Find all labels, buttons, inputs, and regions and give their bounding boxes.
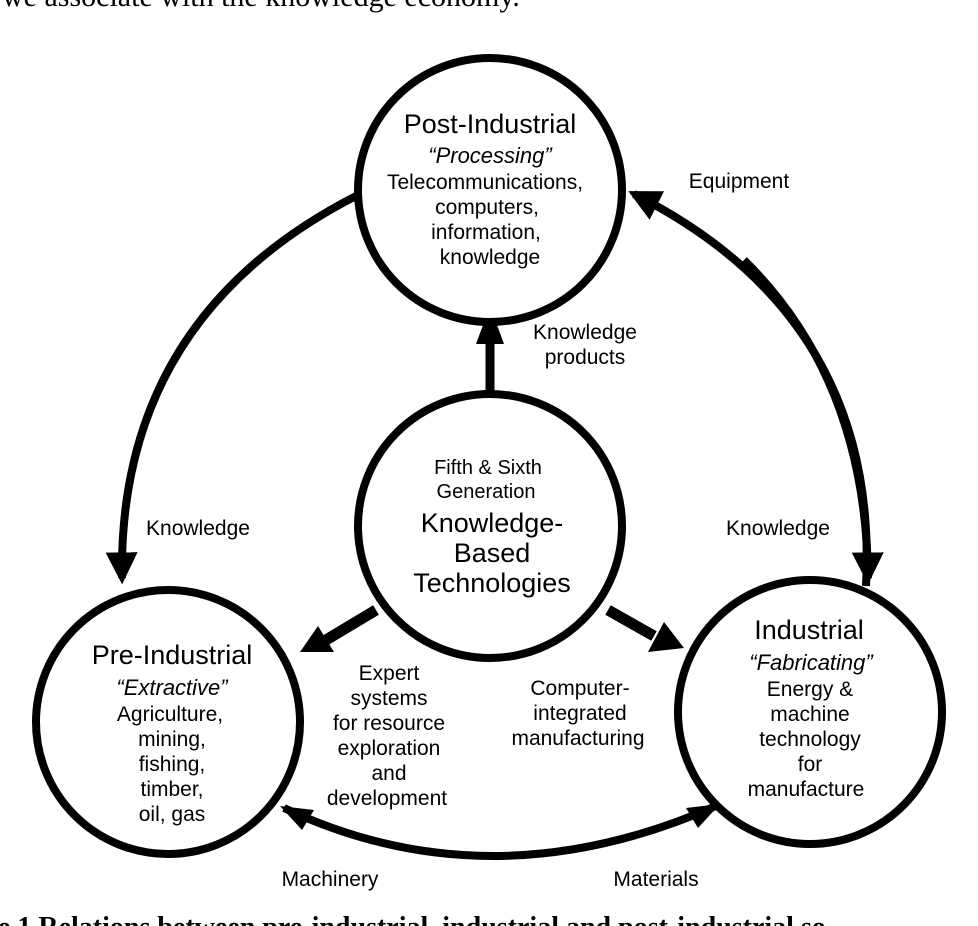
label-machinery: Machinery xyxy=(282,868,379,891)
label-cim: Computer- xyxy=(530,677,629,700)
label-knowledge-left: Knowledge xyxy=(146,517,250,540)
arrow-expert-systems xyxy=(323,605,379,645)
label-cim: manufacturing xyxy=(511,727,644,750)
node-center xyxy=(354,390,626,662)
label-knowledge-products: products xyxy=(545,346,626,369)
label-expert-systems: and xyxy=(371,762,406,785)
label-knowledge-products: Knowledge xyxy=(533,321,637,344)
arc-bottom xyxy=(282,802,718,860)
pre-industrial-line: timber, xyxy=(140,778,203,801)
post-industrial-line: information, xyxy=(431,221,541,244)
post-industrial-line: computers, xyxy=(435,196,539,219)
industrial-line: machine xyxy=(770,703,849,726)
label-expert-systems: systems xyxy=(350,687,427,710)
industrial-line: manufacture xyxy=(748,778,865,801)
label-equipment: Equipment xyxy=(689,170,790,193)
node-industrial xyxy=(674,576,946,848)
arrowhead-machinery xyxy=(280,806,314,830)
arrow-cim xyxy=(605,605,657,641)
label-knowledge-right: Knowledge xyxy=(726,517,830,540)
industrial-title: Industrial xyxy=(754,615,864,645)
arrowhead-materials xyxy=(686,804,720,828)
label-expert-systems: development xyxy=(327,787,447,810)
center-big-line: Knowledge- xyxy=(421,508,564,538)
arrowhead-expert-systems xyxy=(300,626,334,652)
post-industrial-line: Telecommunications, xyxy=(387,171,583,194)
label-expert-systems: for resource xyxy=(333,712,445,735)
pre-industrial-line: fishing, xyxy=(139,753,206,776)
top-text: we associate with the knowledge economy. xyxy=(2,0,520,13)
label-materials: Materials xyxy=(613,868,698,891)
pre-industrial-line: mining, xyxy=(138,728,206,751)
industrial-line: for xyxy=(798,753,823,776)
label-expert-systems: Expert xyxy=(359,662,420,685)
arc-post-to-industrial xyxy=(741,257,884,585)
figure-caption: re 1 Relations between pre-industrial, i… xyxy=(0,912,826,926)
pre-industrial-subtitle: “Extractive” xyxy=(116,675,229,700)
industrial-subtitle: “Fabricating” xyxy=(749,650,874,675)
pre-industrial-line: Agriculture, xyxy=(117,703,223,726)
post-industrial-line: knowledge xyxy=(440,246,540,269)
pre-industrial-title: Pre-Industrial xyxy=(92,640,253,670)
arrowhead-cim xyxy=(648,622,684,652)
center-big-line: Technologies xyxy=(413,568,571,598)
post-industrial-subtitle: “Processing” xyxy=(428,143,553,168)
pre-industrial-line: oil, gas xyxy=(139,803,206,826)
center-small-line: Generation xyxy=(437,481,536,503)
post-industrial-title: Post-Industrial xyxy=(404,109,577,139)
label-cim: integrated xyxy=(533,702,626,725)
label-expert-systems: exploration xyxy=(338,737,441,760)
node-pre-industrial xyxy=(32,586,304,858)
industrial-line: technology xyxy=(759,728,861,751)
arc-post-to-pre xyxy=(105,192,358,585)
center-big-line: Based xyxy=(454,538,531,568)
center-small-line: Fifth & Sixth xyxy=(434,457,542,479)
industrial-line: Energy & xyxy=(767,678,853,701)
node-post-industrial xyxy=(354,54,626,326)
